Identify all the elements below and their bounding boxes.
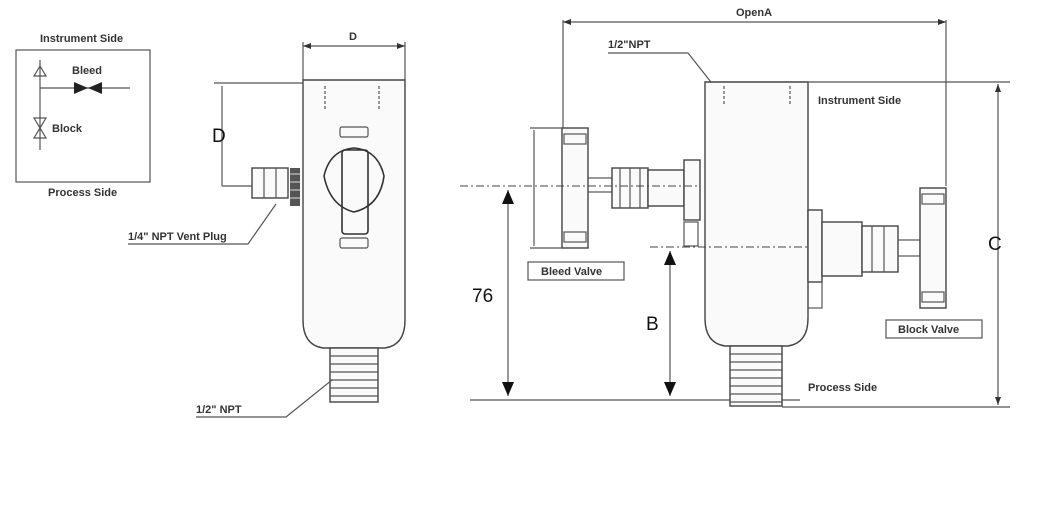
bleed-valve-label: Bleed Valve (541, 266, 602, 278)
block-valve-symbol-bottom-icon (32, 126, 48, 139)
instrument-side-right-label: Instrument Side (818, 95, 901, 107)
vent-plug-label: 1/4" NPT Vent Plug (128, 231, 227, 243)
legend-bleed-label: Bleed (72, 65, 102, 77)
dim-76-label: 76 (472, 286, 493, 307)
side-view-body (302, 79, 406, 349)
legend-box (15, 49, 151, 183)
process-side-right-label: Process Side (808, 382, 877, 394)
dim-b-label: B (646, 314, 659, 335)
side-view-thread (329, 347, 379, 403)
open-a-label: OpenA (736, 7, 772, 19)
npt-top-right-label: 1/2"NPT (608, 39, 651, 51)
front-view: OpenA 1/2"NPT Instrument Side C Bl (460, 7, 1010, 408)
block-valve-label: Block Valve (898, 324, 959, 336)
legend-block-label: Block (52, 123, 83, 135)
block-valve-symbol-top-icon (32, 117, 48, 130)
npt-bottom-left-label: 1/2" NPT (196, 404, 242, 416)
block-valve-handle (919, 187, 947, 309)
bleed-valve-symbol-right-icon (88, 82, 102, 94)
legend-instrument-side-label: Instrument Side (40, 33, 123, 45)
legend: Instrument Side Bleed Block Process Side (15, 33, 151, 199)
side-view: D D 1/4" NPT Vent Plug (128, 31, 406, 418)
dim-c-label: C (988, 234, 1002, 255)
dim-d-top-label: D (349, 31, 357, 43)
front-view-thread (729, 345, 783, 407)
legend-process-side-label: Process Side (48, 187, 117, 199)
dim-d-side-label: D (212, 126, 226, 147)
bleed-triangle-icon (32, 64, 48, 77)
bleed-valve-symbol-left-icon (74, 82, 88, 94)
front-view-body (704, 81, 809, 347)
vent-plug (251, 167, 289, 199)
bleed-valve-handle (561, 127, 589, 249)
